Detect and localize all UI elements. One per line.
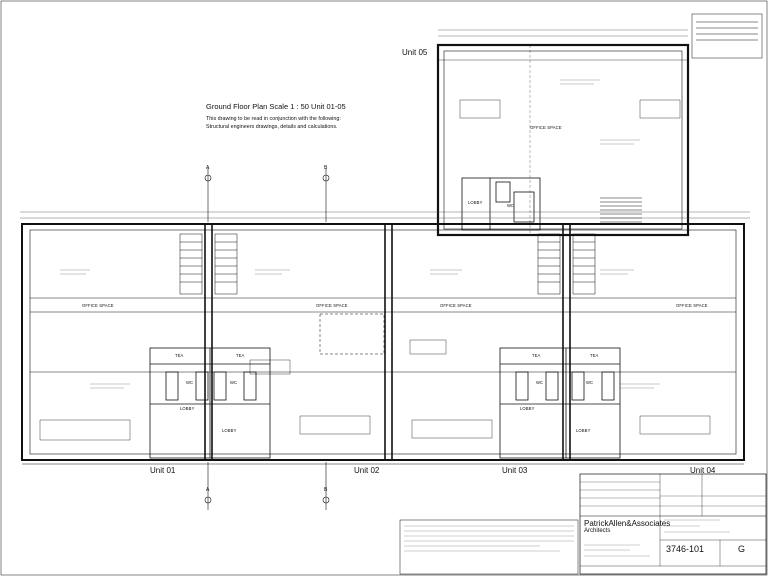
room-lobby-4: LOBBY: [576, 428, 591, 433]
room-lobby-2: LOBBY: [222, 428, 237, 433]
room-office-space-u04: OFFICE SPACE: [676, 303, 708, 308]
room-lobby-3: LOBBY: [520, 406, 535, 411]
dimension-lines-top: [20, 29, 750, 219]
drawing-number: 3746-101: [666, 544, 705, 554]
room-lobby-1: LOBBY: [180, 406, 195, 411]
room-office-space-u03: OFFICE SPACE: [440, 303, 472, 308]
central-plant-area: [319, 313, 385, 355]
room-wc-2: WC: [230, 380, 238, 385]
drawing-title: Ground Floor Plan Scale 1 : 50 Unit 01-0…: [206, 102, 346, 111]
drawing-revision: G: [738, 544, 746, 554]
room-wc-u05: WC: [507, 203, 515, 208]
core-unit-01-02: [149, 347, 271, 459]
revision-note-box: [691, 13, 763, 59]
room-tea-1: TEA: [175, 353, 184, 358]
unit-05-label: Unit 05: [402, 48, 428, 57]
drawing-note-line-1: This drawing to be read in conjunction w…: [206, 116, 341, 122]
unit-04-label: Unit 04: [690, 466, 716, 475]
core-unit-03-04: [499, 347, 621, 459]
room-lobby-u05: LOBBY: [468, 200, 483, 205]
section-markers: [204, 168, 330, 510]
room-tea-2: TEA: [236, 353, 245, 358]
room-office-space-u02: OFFICE SPACE: [316, 303, 348, 308]
drawing-note-line-2: Structural engineers drawings, details a…: [206, 124, 338, 130]
note-boxes: [39, 99, 711, 441]
room-wc-3: WC: [536, 380, 544, 385]
room-office-space-u01: OFFICE SPACE: [82, 303, 114, 308]
stair-unit-03: [537, 233, 596, 295]
unit-02-label: Unit 02: [354, 466, 380, 475]
section-mark-b-top: B: [324, 165, 328, 171]
party-walls: [204, 224, 571, 460]
room-wc-4: WC: [586, 380, 594, 385]
section-mark-a-bottom: A: [206, 487, 210, 493]
stair-unit-01: [179, 233, 238, 295]
title-block-strokes: [404, 519, 730, 557]
annotation-strokes: [60, 79, 660, 389]
unit-01-label: Unit 01: [150, 466, 176, 475]
room-tea-4: TEA: [590, 353, 599, 358]
section-mark-a-top: A: [206, 165, 210, 171]
firm-name: PatrickAllen&Associates: [584, 519, 671, 528]
unit-03-label: Unit 03: [502, 466, 528, 475]
unit-05-stair: [600, 197, 642, 223]
main-building-outline: [21, 223, 745, 461]
room-wc-1: WC: [186, 380, 194, 385]
room-tea-3: TEA: [532, 353, 541, 358]
title-block: [399, 473, 767, 575]
room-office-space-u05: OFFICE SPACE: [530, 125, 562, 130]
firm-subtitle: Architects: [584, 528, 611, 534]
office-corridors: [30, 297, 736, 373]
section-mark-b-bottom: B: [324, 487, 328, 493]
unit-05-outline: [436, 43, 690, 237]
